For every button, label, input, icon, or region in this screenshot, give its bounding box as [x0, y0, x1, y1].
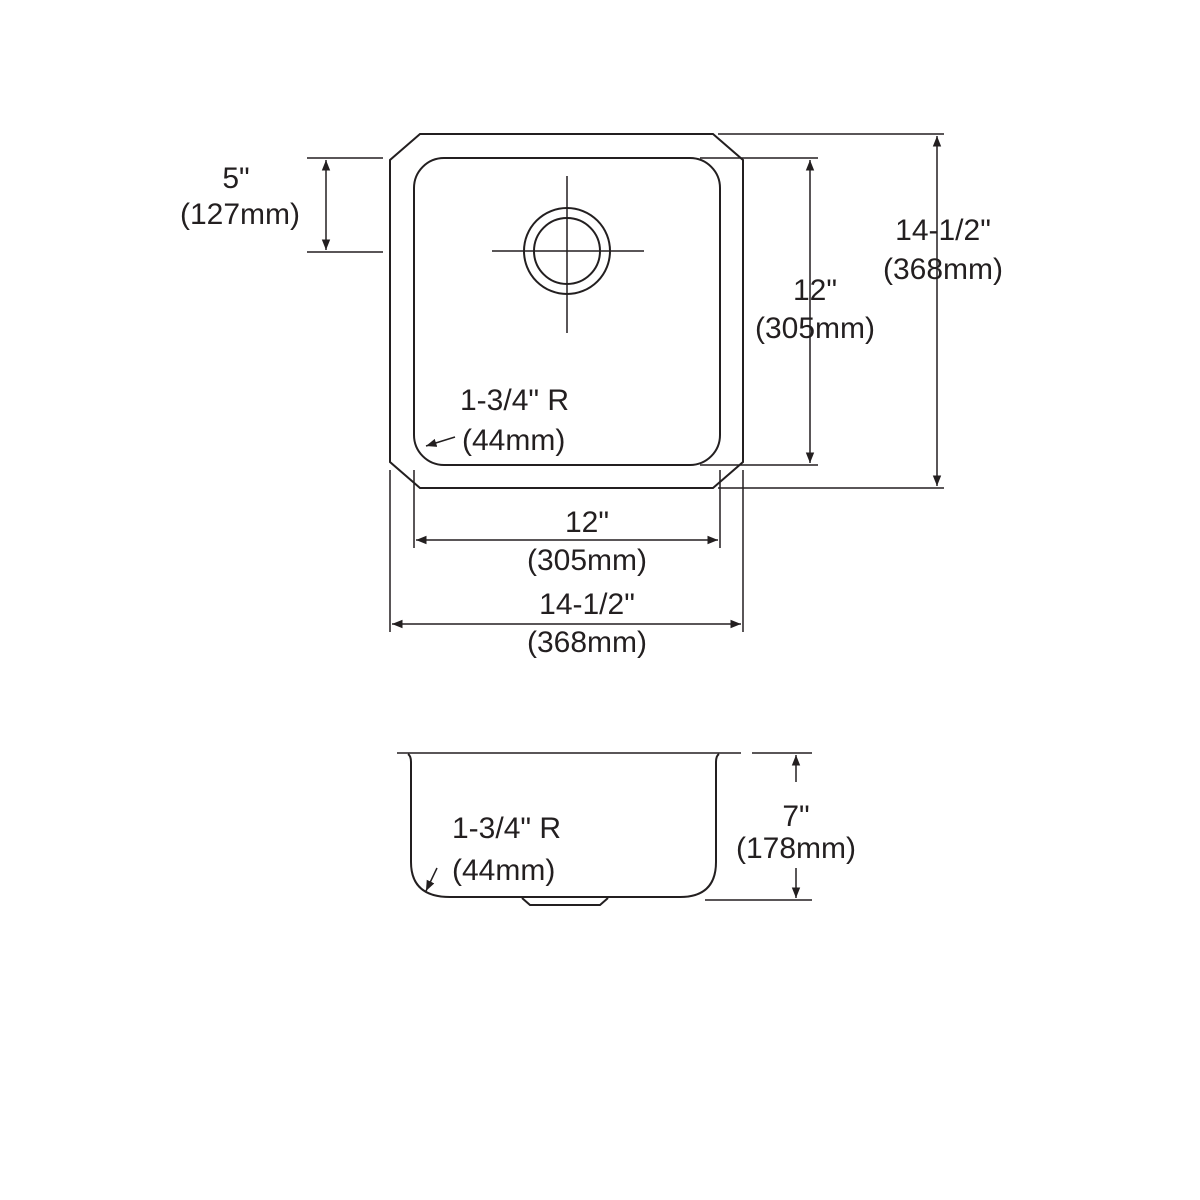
bowl-width-inches: 12"	[565, 506, 609, 539]
dimension-depth: 7" (178mm)	[705, 752, 856, 901]
drain-offset-inches: 5"	[222, 162, 249, 195]
overall-length-mm: (368mm)	[883, 253, 1003, 286]
overall-width-mm: (368mm)	[527, 626, 647, 659]
dimension-bowl-length: 12" (305mm)	[700, 157, 875, 466]
bowl-length-inches: 12"	[793, 274, 837, 307]
corner-radius-mm: (44mm)	[462, 424, 565, 457]
dimension-overall-length: 14-1/2" (368mm)	[718, 133, 1003, 489]
depth-mm: (178mm)	[736, 832, 856, 865]
side-corner-radius-mm: (44mm)	[452, 854, 555, 887]
corner-radius-inches: 1-3/4" R	[460, 384, 569, 417]
dimension-drain-offset: 5" (127mm)	[180, 157, 383, 253]
bowl-width-mm: (305mm)	[527, 544, 647, 577]
dimension-bowl-width: 12" (305mm)	[413, 470, 721, 577]
top-view: 5" (127mm) 12" (305mm) 14-1/2" (368mm) 1…	[180, 133, 1003, 659]
corner-radius-callout: 1-3/4" R (44mm)	[425, 384, 569, 457]
sink-bowl	[413, 157, 721, 466]
sink-bowl-profile	[407, 753, 720, 898]
side-view: 7" (178mm) 1-3/4" R (44mm)	[397, 752, 856, 906]
drain-offset-mm: (127mm)	[180, 198, 300, 231]
sink-outer-rim	[389, 133, 744, 489]
side-corner-radius-callout: 1-3/4" R (44mm)	[425, 812, 561, 892]
drain-centerline	[492, 176, 644, 333]
depth-inches: 7"	[782, 800, 809, 833]
overall-length-inches: 14-1/2"	[895, 214, 991, 247]
bowl-length-mm: (305mm)	[755, 312, 875, 345]
drain-body	[521, 897, 609, 906]
overall-width-inches: 14-1/2"	[539, 588, 635, 621]
dimension-overall-width: 14-1/2" (368mm)	[389, 470, 744, 659]
side-corner-radius-inches: 1-3/4" R	[452, 812, 561, 845]
